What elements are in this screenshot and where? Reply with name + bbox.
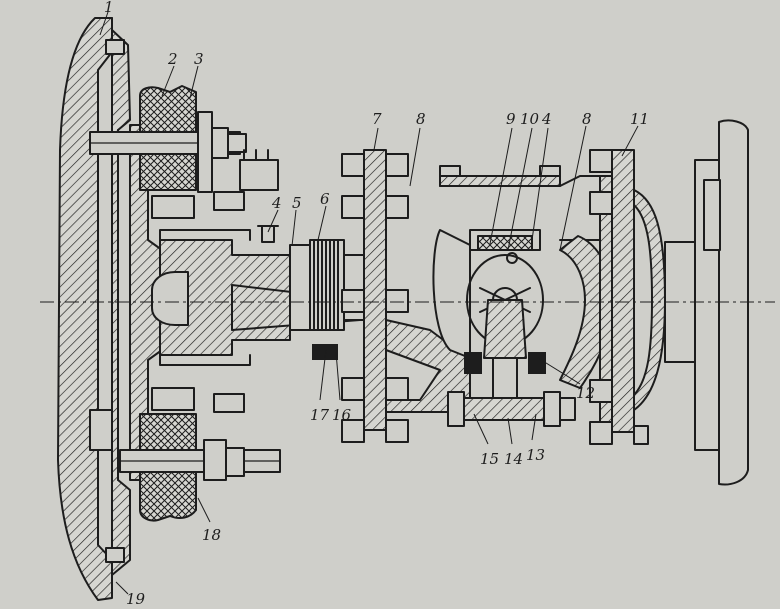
callout-11: 11 (630, 110, 649, 128)
generator (664, 119, 749, 486)
callout-4a: 4 (271, 194, 282, 212)
lower-elastic-coupling (89, 387, 281, 522)
flange-plate-left (341, 149, 409, 443)
callout-8a: 8 (416, 110, 426, 128)
callout-14: 14 (504, 450, 523, 468)
callout-19: 19 (126, 590, 146, 608)
callout-3: 3 (194, 50, 204, 68)
callout-17: 17 (310, 406, 330, 424)
coupling-hub (151, 229, 291, 366)
callout-2: 2 (167, 50, 178, 68)
callout-labels: 1 2 3 4 4 5 6 7 8 8 9 10 11 12 13 14 15 … (104, 0, 649, 608)
callout-6: 6 (320, 190, 330, 208)
callout-10: 10 (520, 110, 540, 128)
callout-12: 12 (576, 384, 595, 402)
flywheel-housing (57, 17, 131, 601)
upper-elastic-coupling (89, 85, 279, 219)
callout-13: 13 (526, 446, 545, 464)
callout-18: 18 (202, 526, 221, 544)
callout-16: 16 (332, 406, 352, 424)
callout-8b: 8 (582, 110, 592, 128)
gear-casing (385, 165, 601, 427)
flange-plate-right (589, 149, 666, 445)
callout-9: 9 (506, 110, 516, 128)
callout-5: 5 (292, 194, 302, 212)
callout-15: 15 (480, 450, 499, 468)
callout-leaders (99, 11, 639, 595)
callout-7: 7 (372, 110, 382, 128)
callout-4b: 4 (541, 110, 552, 128)
callout-1: 1 (104, 0, 114, 16)
